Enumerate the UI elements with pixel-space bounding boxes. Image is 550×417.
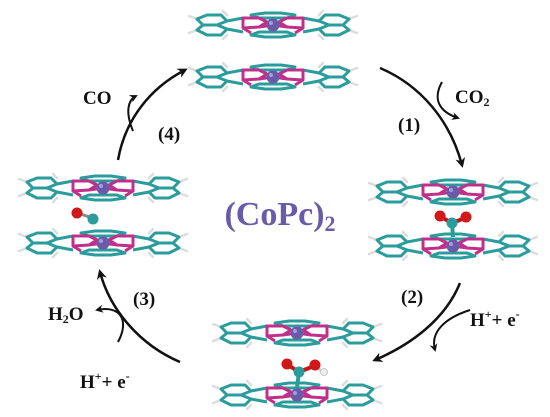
cooh-molecule xyxy=(281,358,328,389)
catalyst-title: (CoPc)2 xyxy=(200,198,360,235)
step-2-label: (2) xyxy=(401,287,424,308)
step-2-arrow xyxy=(372,282,462,362)
co-label: CO xyxy=(83,88,112,109)
step-3-label: (3) xyxy=(133,289,156,310)
h2o-pre: H xyxy=(48,304,63,325)
pc-layer-upper xyxy=(211,317,383,349)
step-4-arrow xyxy=(116,68,188,161)
hplus-right: + xyxy=(484,307,492,321)
co2-molecule xyxy=(434,210,472,238)
h-e-in-arrow-right xyxy=(429,309,471,352)
h2o-subscript: 2 xyxy=(62,312,69,326)
co2-in-arrow xyxy=(436,81,460,120)
eminus-left: - xyxy=(125,369,130,383)
plus-e-right: + e xyxy=(491,310,516,331)
plus-e-left: + e xyxy=(101,372,126,393)
h2o-label: H2O xyxy=(48,305,84,325)
state-co-intercalated xyxy=(17,172,189,259)
co-out-arrow xyxy=(127,95,138,132)
proton-electron-label-right: H++ e- xyxy=(470,308,520,330)
catalyst-title-subscript: 2 xyxy=(324,211,336,236)
eminus-right: - xyxy=(515,307,520,321)
state-dimer-top xyxy=(187,9,359,93)
co2-main: CO xyxy=(455,87,484,108)
step-1-label: (1) xyxy=(398,115,421,136)
step-3-arrow xyxy=(96,269,181,364)
co2-subscript: 2 xyxy=(483,95,490,109)
pc-layer-lower xyxy=(17,227,189,259)
hplus-left: + xyxy=(94,369,102,383)
h2o-post: O xyxy=(68,304,84,325)
state-co2-adduct xyxy=(367,176,539,262)
step-4-label: (4) xyxy=(158,124,181,145)
pc-layer-upper xyxy=(17,172,189,204)
pc-layer-upper xyxy=(187,9,359,41)
co-molecule xyxy=(71,207,99,225)
h2o-out-arrow xyxy=(95,304,124,343)
proton-electron-label-left: H++ e- xyxy=(80,370,130,392)
step-1-arrow xyxy=(379,66,466,168)
co2-label: CO2 xyxy=(455,88,490,108)
pc-layer-lower xyxy=(187,61,359,93)
h-left: H xyxy=(80,372,95,393)
state-cooh-adduct xyxy=(211,317,383,411)
catalyst-title-main: (CoPc) xyxy=(224,196,325,233)
pc-layer-upper xyxy=(367,176,539,208)
h-right: H xyxy=(470,310,485,331)
